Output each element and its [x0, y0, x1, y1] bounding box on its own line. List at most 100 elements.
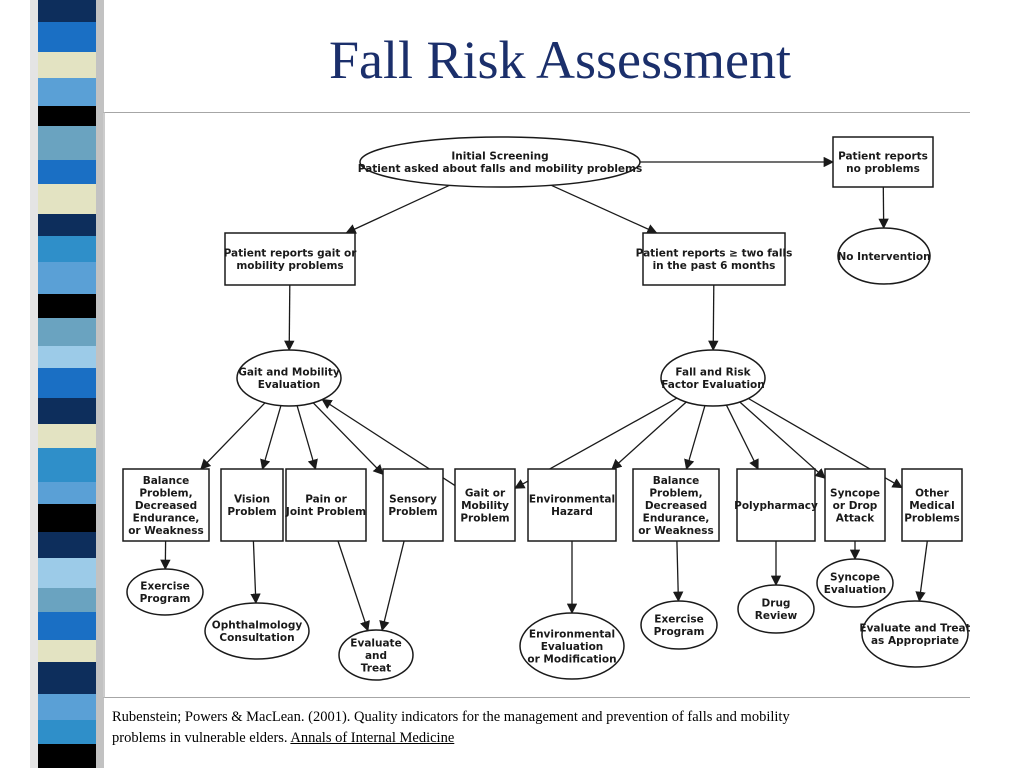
- node-evaluate-treat-shape: [338, 629, 414, 681]
- stripe-shadow: [96, 0, 104, 768]
- node-two-falls-label: Patient reports ≥ two falls: [636, 248, 793, 260]
- node-gait-mobility-label: Mobility: [461, 500, 509, 512]
- arrow-initial-to-two-falls: [551, 184, 658, 234]
- node-vision-label: Vision: [234, 494, 270, 506]
- stripe-block: [38, 448, 96, 483]
- node-evaluate-treat-label: Treat: [361, 662, 391, 674]
- node-gait-mobility-label: Gait or: [465, 487, 506, 499]
- node-no-intervention: No Intervention: [837, 227, 931, 285]
- stripe-block: [38, 694, 96, 721]
- stripe-block: [38, 720, 96, 745]
- stripe-block: [38, 262, 96, 295]
- arrow-vision-to-ophthalmology: [250, 540, 261, 605]
- node-balance-2-label: Balance: [653, 475, 700, 487]
- node-env-eval-label: Environmental: [529, 628, 615, 640]
- stripe-block: [38, 612, 96, 641]
- node-no-intervention-label: No Intervention: [837, 251, 930, 263]
- arrow-balance-2-to-exercise-2: [672, 540, 684, 603]
- node-evaluate-treat-label: and: [365, 650, 387, 662]
- arrow-sensory-to-evaluate-treat: [379, 540, 405, 632]
- node-ophthalmology-label: Consultation: [219, 632, 294, 644]
- node-pain-shape: [285, 468, 367, 542]
- node-other-medical-label: Other: [915, 487, 950, 499]
- citation-text-line1: Rubenstein; Powers & MacLean. (2001). Qu…: [112, 709, 790, 725]
- node-balance-1-shape: [122, 468, 210, 542]
- node-syncope-eval-shape: [816, 558, 894, 608]
- node-other-medical-shape: [901, 468, 963, 542]
- node-two-falls-shape: [642, 232, 786, 286]
- node-environmental-label: Hazard: [551, 506, 593, 518]
- node-no-problems-shape: [832, 136, 934, 188]
- node-fall-risk-eval-label: Fall and Risk: [675, 367, 751, 379]
- node-gait-problems-label: mobility problems: [236, 260, 343, 272]
- node-exercise-2-label: Program: [654, 626, 705, 638]
- node-balance-2-label: Endurance,: [643, 512, 710, 524]
- node-gait-eval-label: Evaluation: [258, 379, 321, 391]
- arrow-gait-eval-to-balance-1: [200, 402, 266, 470]
- node-syncope-shape: [824, 468, 886, 542]
- node-drug-review-label: Drug: [762, 598, 791, 610]
- stripe-block: [38, 368, 96, 399]
- node-other-medical-label: Problems: [904, 512, 960, 524]
- arrow-initial-to-gait-problems: [345, 184, 450, 234]
- node-balance-1-label: Balance: [143, 475, 190, 487]
- node-balance-2-label: Decreased: [645, 500, 707, 512]
- stripe-block: [38, 22, 96, 53]
- node-evaluate-appropriate-label: as Appropriate: [871, 635, 959, 647]
- arrow-pain-to-evaluate-treat: [337, 540, 370, 632]
- stripe-block: [38, 744, 96, 768]
- node-gait-problems-shape: [224, 232, 356, 286]
- node-fall-risk-eval-shape: [660, 349, 766, 407]
- stripe-block: [38, 126, 96, 161]
- node-sensory-label: Sensory: [389, 494, 437, 506]
- node-evaluate-appropriate-shape: [861, 600, 969, 668]
- node-balance-1-label: or Weakness: [128, 525, 204, 537]
- node-balance-1-label: Endurance,: [133, 512, 200, 524]
- node-evaluate-appropriate-label: Evaluate and Treat: [859, 623, 970, 635]
- node-balance-1-label: Decreased: [135, 500, 197, 512]
- stripe-block: [38, 662, 96, 695]
- stripe-block: [38, 398, 96, 425]
- stripe-block: [38, 482, 96, 505]
- stripe-block: [38, 346, 96, 369]
- decorative-stripe: [0, 0, 130, 768]
- node-polypharmacy-shape: [736, 468, 816, 542]
- node-drug-review-shape: [737, 584, 815, 634]
- node-syncope-eval-label: Syncope: [830, 572, 880, 584]
- stripe-block: [38, 640, 96, 663]
- stripe-block: [38, 294, 96, 319]
- citation-journal: Annals of Internal Medicine: [290, 730, 455, 746]
- diagram-background: [103, 112, 970, 698]
- node-exercise-1-label: Exercise: [140, 581, 189, 593]
- arrow-gait-eval-to-sensory: [312, 402, 384, 476]
- arrow-fall-risk-eval-to-environmental: [611, 401, 687, 470]
- node-exercise-1-shape: [126, 568, 204, 616]
- node-env-eval-label: or Modification: [527, 653, 616, 665]
- node-pain-label: Pain or: [305, 494, 347, 506]
- node-ophthalmology-label: Ophthalmology: [212, 620, 303, 632]
- node-gait-eval-label: Gait and Mobility: [238, 367, 340, 379]
- node-syncope-label: or Drop: [833, 500, 878, 512]
- stripe-block: [38, 236, 96, 263]
- arrow-gait-eval-to-pain: [296, 405, 318, 470]
- stripe-block: [38, 184, 96, 215]
- arrow-gait-problems-to-gait-eval: [284, 284, 295, 352]
- node-gait-problems-label: Patient reports gait or: [224, 248, 358, 260]
